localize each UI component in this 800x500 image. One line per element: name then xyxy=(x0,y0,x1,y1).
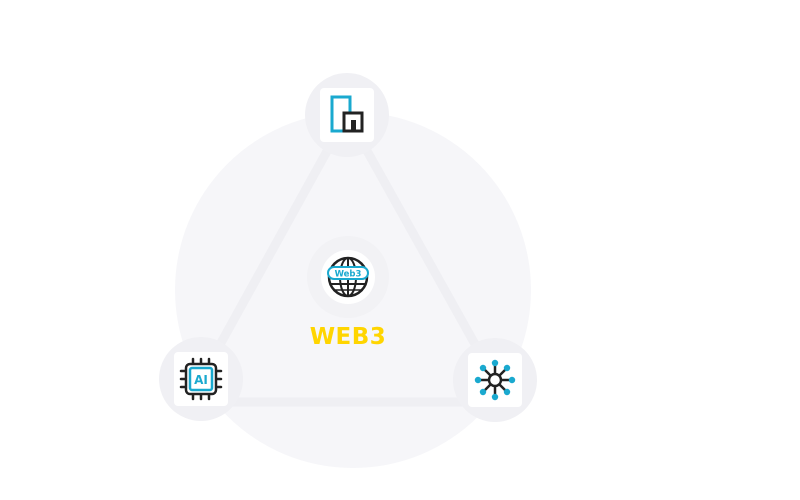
network-hub-icon xyxy=(474,359,516,401)
ai-chip-text: AI xyxy=(194,373,208,387)
node-center: Web3 xyxy=(307,236,389,318)
node-top-tile xyxy=(320,88,374,142)
center-label: WEB3 xyxy=(309,324,387,350)
edge-top-left xyxy=(196,110,352,384)
node-center-tile: Web3 xyxy=(321,250,375,304)
globe-web3-icon: Web3 xyxy=(327,256,369,298)
edge-top-right xyxy=(342,110,500,385)
node-right-tile xyxy=(468,353,522,407)
ai-chip-icon: AI xyxy=(179,357,223,401)
node-bottom-right xyxy=(453,338,537,422)
building-blocks-icon xyxy=(330,95,364,133)
globe-web3-text: Web3 xyxy=(335,270,362,280)
node-bottom-left: AI xyxy=(159,337,243,421)
node-left-tile: AI xyxy=(174,352,228,406)
node-top xyxy=(305,73,389,157)
